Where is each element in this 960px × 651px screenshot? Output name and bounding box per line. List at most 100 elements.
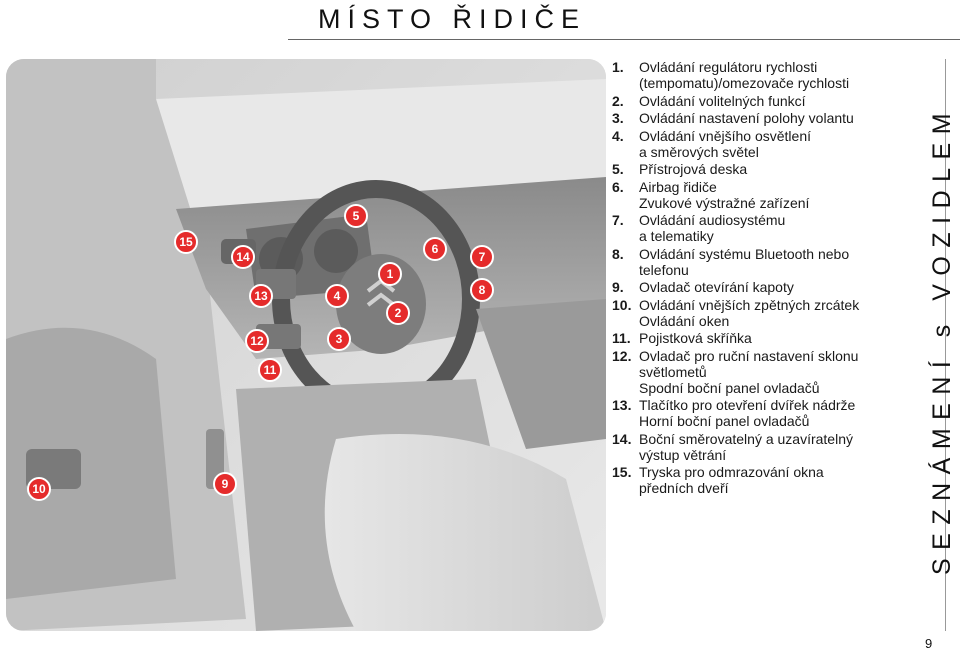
callout-badge-10: 10 xyxy=(27,477,51,501)
callout-badge-circle xyxy=(386,301,410,325)
legend-item-number: 14. xyxy=(612,430,632,447)
legend-item-number: 1. xyxy=(612,59,624,75)
windshield xyxy=(156,79,606,209)
callout-badge-6: 6 xyxy=(423,237,447,261)
legend-item-line: Tryska pro odmrazování okna xyxy=(639,464,824,480)
callout-badge-label: 15 xyxy=(179,235,193,249)
callout-badge-label: 3 xyxy=(336,332,343,346)
legend-item-text: Ovladač otevírání kapoty xyxy=(639,279,904,295)
callout-badge-7: 7 xyxy=(470,245,494,269)
legend-item-number: 7. xyxy=(612,212,624,228)
section-title: SEZNÁMENÍ s VOZIDLEM xyxy=(928,104,956,575)
legend-item-number: 15. xyxy=(612,464,632,480)
callout-badge-circle xyxy=(213,472,237,496)
legend-item-number: 3. xyxy=(612,110,624,126)
legend-item: 2.Ovládání volitelných funkcí xyxy=(612,93,904,109)
callout-badge-label: 14 xyxy=(236,250,250,264)
legend-item-line: výstup větrání xyxy=(639,446,727,463)
gauge-right xyxy=(314,229,358,273)
title-rule xyxy=(288,39,960,40)
callout-badge-label: 4 xyxy=(334,289,341,303)
callout-badge-circle xyxy=(470,245,494,269)
callout-badge-label: 2 xyxy=(395,306,402,320)
callout-badge-5: 5 xyxy=(344,204,368,228)
legend-item-line: Ovládání audiosystému xyxy=(639,212,786,228)
callout-badge-label: 12 xyxy=(250,334,264,348)
legend-item-number: 12. xyxy=(612,347,632,364)
legend-item-line: a směrových světel xyxy=(639,143,759,160)
callout-badge-label: 11 xyxy=(264,363,277,377)
callout-badge-circle xyxy=(245,329,269,353)
legend-item-line: Horní boční panel ovladačů xyxy=(639,413,810,429)
callout-badge-circle xyxy=(27,477,51,501)
callout-badge-13: 13 xyxy=(249,284,273,308)
callout-badge-2: 2 xyxy=(386,301,410,325)
driver-seat xyxy=(324,434,606,631)
sidebar-divider xyxy=(945,59,946,631)
legend-item-number: 11. xyxy=(612,330,631,346)
callout-badge-label: 8 xyxy=(479,283,486,297)
callout-badge-12: 12 xyxy=(245,329,269,353)
callout-badge-circle xyxy=(231,245,255,269)
callout-badge-circle xyxy=(470,278,494,302)
legend-list: 1. Ovládání regulátoru rychlosti(tempomat… xyxy=(612,59,904,498)
legend-item: 11. Pojistková skříňka xyxy=(612,330,904,346)
legend-item-line: Přístrojová deska xyxy=(639,161,748,177)
legend-item-line: telefonu xyxy=(639,261,689,278)
legend-item-line: Zvukové výstražné zařízení xyxy=(639,194,810,211)
legend-item: 9. Ovladač otevírání kapoty xyxy=(612,279,904,295)
legend-item-text: Ovládání nastavení polohy volantu xyxy=(639,110,904,126)
callout-badge-label: 6 xyxy=(432,242,439,256)
legend-item-line: Ovládání regulátoru rychlosti xyxy=(639,59,818,75)
legend-item-line: Ovládání volitelných funkcí xyxy=(639,92,806,109)
callout-badge-label: 10 xyxy=(32,482,46,496)
legend-item-line: Ovládání oken xyxy=(639,312,730,329)
legend-item-number: 9. xyxy=(612,279,624,295)
legend-item-line: Tlačítko pro otevření dvířek nádrže xyxy=(639,397,856,413)
legend-item-line: (tempomatu)/omezovače rychlosti xyxy=(639,75,850,91)
legend-item-line: a telematiky xyxy=(639,228,714,244)
sidebar xyxy=(908,59,960,631)
callout-badge-label: 9 xyxy=(222,477,229,491)
legend-item-number: 10. xyxy=(612,296,632,313)
callout-badge-circle xyxy=(423,237,447,261)
callout-badge-circle xyxy=(344,204,368,228)
legend-item-text: Pojistková skříňka xyxy=(639,330,904,346)
steering-hub xyxy=(336,254,426,354)
callout-badge-circle xyxy=(327,327,351,351)
callout-badge-4: 4 xyxy=(325,284,349,308)
legend-item-line: Airbag řidiče xyxy=(639,178,717,195)
callout-badge-label: 5 xyxy=(353,209,360,223)
legend-item: 5.Přístrojová deska xyxy=(612,161,904,177)
page-title: MÍSTO ŘIDIČE xyxy=(318,4,587,34)
legend-item: 3. Ovládání nastavení polohy volantu xyxy=(612,110,904,126)
legend-item-line: předních dveří xyxy=(639,480,729,496)
callout-badge-label: 7 xyxy=(479,250,486,264)
legend-item-number: 4. xyxy=(612,127,624,144)
legend-item-line: Pojistková skříňka xyxy=(639,330,752,346)
legend-item-text: Přístrojová deska xyxy=(639,161,904,177)
callout-badge-label: 13 xyxy=(254,289,268,303)
center-console xyxy=(476,299,606,449)
legend-item-line: Ovládání vnějšího osvětlení xyxy=(639,127,811,144)
legend-item-text: Ovládání regulátoru rychlosti(tempomatu)… xyxy=(639,59,904,91)
callout-badge-circle xyxy=(378,262,402,286)
callout-badge-1: 1 xyxy=(378,262,402,286)
legend-item-line: Ovládání vnějších zpětných zrcátek xyxy=(639,296,860,313)
callout-badge-8: 8 xyxy=(470,278,494,302)
legend-item-line: Boční směrovatelný a uzavíratelný xyxy=(639,430,853,447)
